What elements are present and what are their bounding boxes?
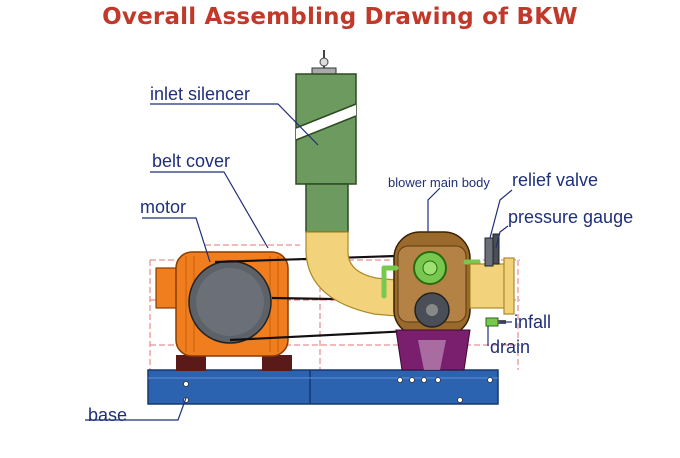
blower-bracket [395,329,471,371]
base-frame [147,369,499,405]
page-title: Overall Assembling Drawing of BKW [102,4,578,30]
label-relief-valve: relief valve [512,170,599,190]
motor-feet [176,355,292,371]
inlet-silencer [295,50,357,233]
leader-lines [85,103,513,421]
inlet-elbow [305,231,397,317]
outlet-pipe [469,233,515,315]
label-pressure-gauge: pressure gauge [508,207,634,227]
label-motor: motor [140,197,187,217]
label-base: base [88,405,128,425]
motor-body [155,251,289,357]
label-infall: infall [514,312,552,332]
blower-main-body [381,231,481,337]
label-belt-cover: belt cover [152,151,231,171]
label-inlet-silencer: inlet silencer [150,84,251,104]
label-drain: drain [490,337,531,357]
label-blower-main-body: blower main body [388,175,490,190]
